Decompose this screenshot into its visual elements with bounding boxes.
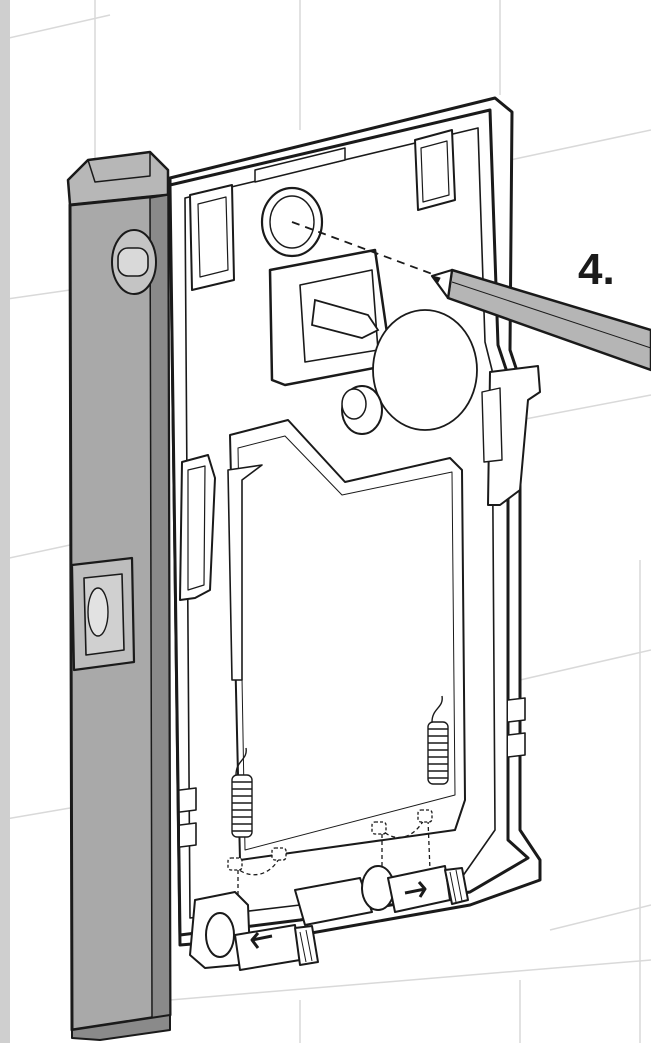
pencil-icon (291, 221, 651, 372)
pipe-fitting-icon (189, 865, 469, 971)
spring-icon (427, 695, 449, 785)
spring-icon (231, 747, 253, 838)
left-border (0, 0, 10, 1043)
small-clip-icons (227, 809, 433, 871)
pencil-mark-icon (311, 298, 380, 339)
step-number-label: 4. (578, 245, 615, 294)
mounting-plate-icon (168, 96, 542, 947)
spirit-level-icon (66, 150, 172, 1041)
